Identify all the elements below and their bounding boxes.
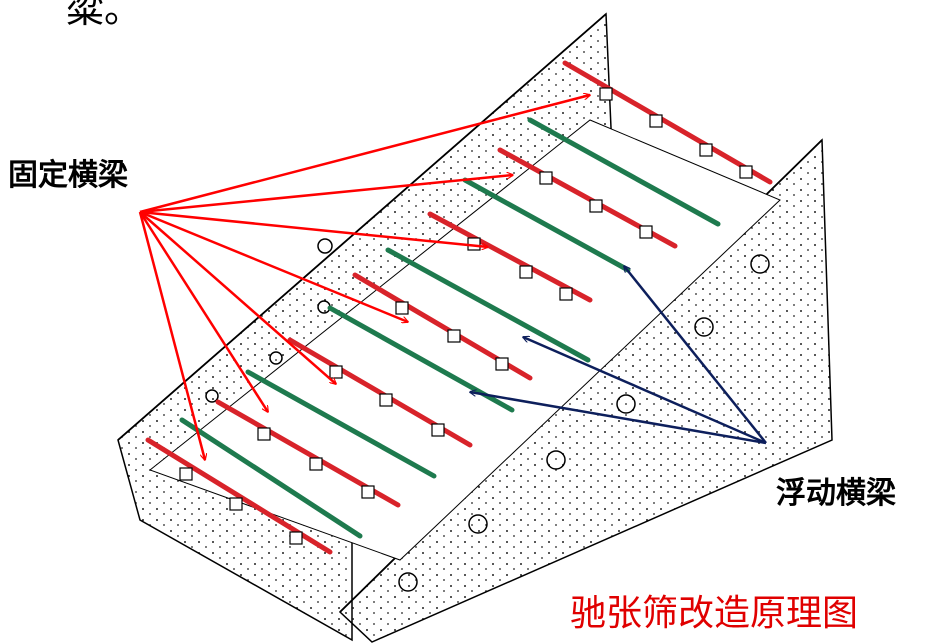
- floating-beam-arrows: [470, 266, 767, 445]
- floating-beam-bar: [462, 177, 631, 273]
- left-wall-top-edge: [117, 13, 607, 441]
- floating-beam-bar: [179, 417, 363, 539]
- partial-caption-text: 粱。: [66, 0, 143, 31]
- fixed-beam-label: 固定横梁: [8, 158, 128, 193]
- floating-beam-bar: [385, 247, 591, 363]
- fixed-beam-arrows: [138, 95, 590, 460]
- beam-clamps: [179, 87, 753, 545]
- bolt-holes: [205, 238, 770, 592]
- diagram-title: 驰张筛改造原理图: [570, 593, 859, 634]
- floating-beam-bar: [527, 117, 721, 227]
- fixed-beam-bar: [562, 60, 773, 185]
- fixed-beam-bar: [427, 211, 593, 303]
- floating-beam-bar: [245, 369, 437, 479]
- floating-beam-label: 浮动横梁: [776, 476, 896, 511]
